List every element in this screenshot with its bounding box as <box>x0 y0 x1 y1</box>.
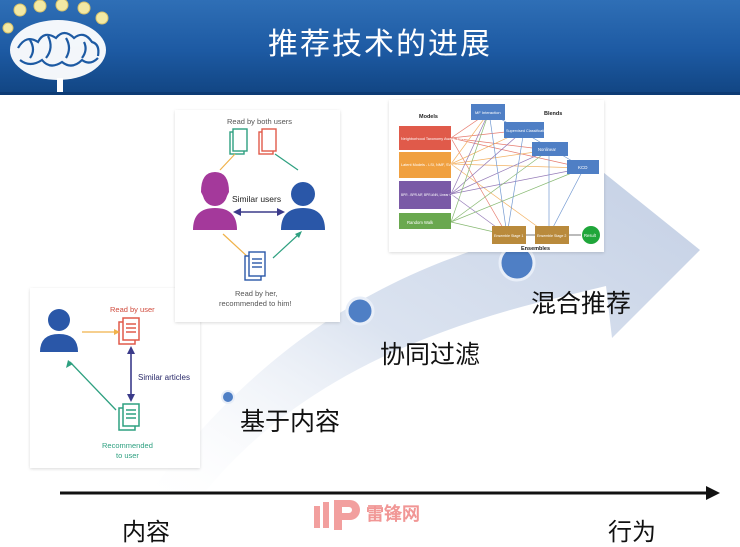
stage-dot-content <box>221 390 235 404</box>
slide-title: 推荐技术的进展 <box>268 27 492 62</box>
blend-label-mf: MF Interaction <box>475 110 501 115</box>
blends-heading: Blends <box>544 111 562 117</box>
header-banner <box>0 0 740 92</box>
watermark-text: 雷锋网 <box>366 504 420 525</box>
result-label: Result <box>584 233 597 238</box>
document-icon-read <box>118 317 140 345</box>
read-by-both-label: Read by both users <box>227 117 292 126</box>
read-by-her-label-1: Read by her, <box>235 289 278 298</box>
ensemble-label-stage2: Ensemble Stage 2 <box>537 234 566 238</box>
stage-label-collaborative: 协同过滤 <box>380 340 481 369</box>
model-box-bpr <box>399 181 451 209</box>
axis-label-content: 内容 <box>122 518 170 546</box>
model-label-random-walk: Random Walk <box>407 220 434 225</box>
blend-box-supervised <box>504 122 544 138</box>
content-based-illustration: Read by user Similar articles Recommende… <box>40 305 190 460</box>
ensembles-heading: Ensembles <box>521 246 550 252</box>
arrow-recommended-to-user <box>69 361 117 411</box>
ensemble-box-stage1 <box>492 226 526 244</box>
blend-box-kcd <box>567 160 599 174</box>
model-label-latent: Latent Models - LSI, NMF, SVD++ <box>401 163 459 167</box>
model-box-latent <box>399 152 451 178</box>
recommended-label-2: to user <box>116 451 139 460</box>
models-heading: Models <box>419 114 438 120</box>
blend-box-nonlinear <box>532 142 568 156</box>
male-user-icon <box>281 182 325 230</box>
content-based-panel: Read by user Similar articles Recommende… <box>30 288 200 468</box>
result-node <box>582 226 600 244</box>
hybrid-model-diagram: Models Blends Ensembles Neighborhood Tax… <box>399 104 600 252</box>
model-label-bpr: BPR - BPR-MF, BPR-kNN, Linear Combinatio… <box>401 193 467 197</box>
stage-dot-collaborative <box>345 296 375 326</box>
blend-label-nonlinear: Nonlinear <box>538 147 557 152</box>
hybrid-panel: Models Blends Ensembles Neighborhood Tax… <box>389 100 604 252</box>
read-by-user-label: Read by user <box>110 305 155 314</box>
similar-users-label: Similar users <box>232 194 281 204</box>
recommended-label-1: Recommended <box>102 441 153 450</box>
blend-box-mf <box>471 104 505 120</box>
shared-documents-icon <box>229 128 277 155</box>
ensemble-label-stage1: Ensemble Stage 1 <box>494 234 523 238</box>
read-by-her-label-2: recommended to him! <box>219 299 292 308</box>
model-box-neighborhood <box>399 126 451 150</box>
blend-label-supervised: Supervised Classification <box>506 129 548 133</box>
similar-articles-label: Similar articles <box>138 373 190 382</box>
brain-lightbulb-logo <box>2 0 109 92</box>
stage-label-content-based: 基于内容 <box>240 407 341 436</box>
collaborative-illustration: Read by both users Similar users Read b <box>193 117 325 308</box>
leiphone-watermark-logo <box>314 500 360 530</box>
document-icon-recommended <box>118 403 140 431</box>
recommended-document-icon <box>244 251 266 281</box>
collaborative-panel: Read by both users Similar users Read b <box>175 110 340 322</box>
model-label-neighborhood: Neighborhood Taxonomy Aware, kNN <box>401 137 464 141</box>
female-user-icon <box>193 172 237 230</box>
timeline-axis-arrowhead <box>706 486 720 500</box>
header-divider <box>0 92 740 95</box>
user-icon <box>40 309 78 352</box>
ensemble-box-stage2 <box>535 226 569 244</box>
blend-label-kcd: KCD <box>578 165 588 170</box>
stage-label-hybrid: 混合推荐 <box>531 289 632 318</box>
model-box-random-walk <box>399 213 451 229</box>
axis-label-behavior: 行为 <box>608 518 656 546</box>
